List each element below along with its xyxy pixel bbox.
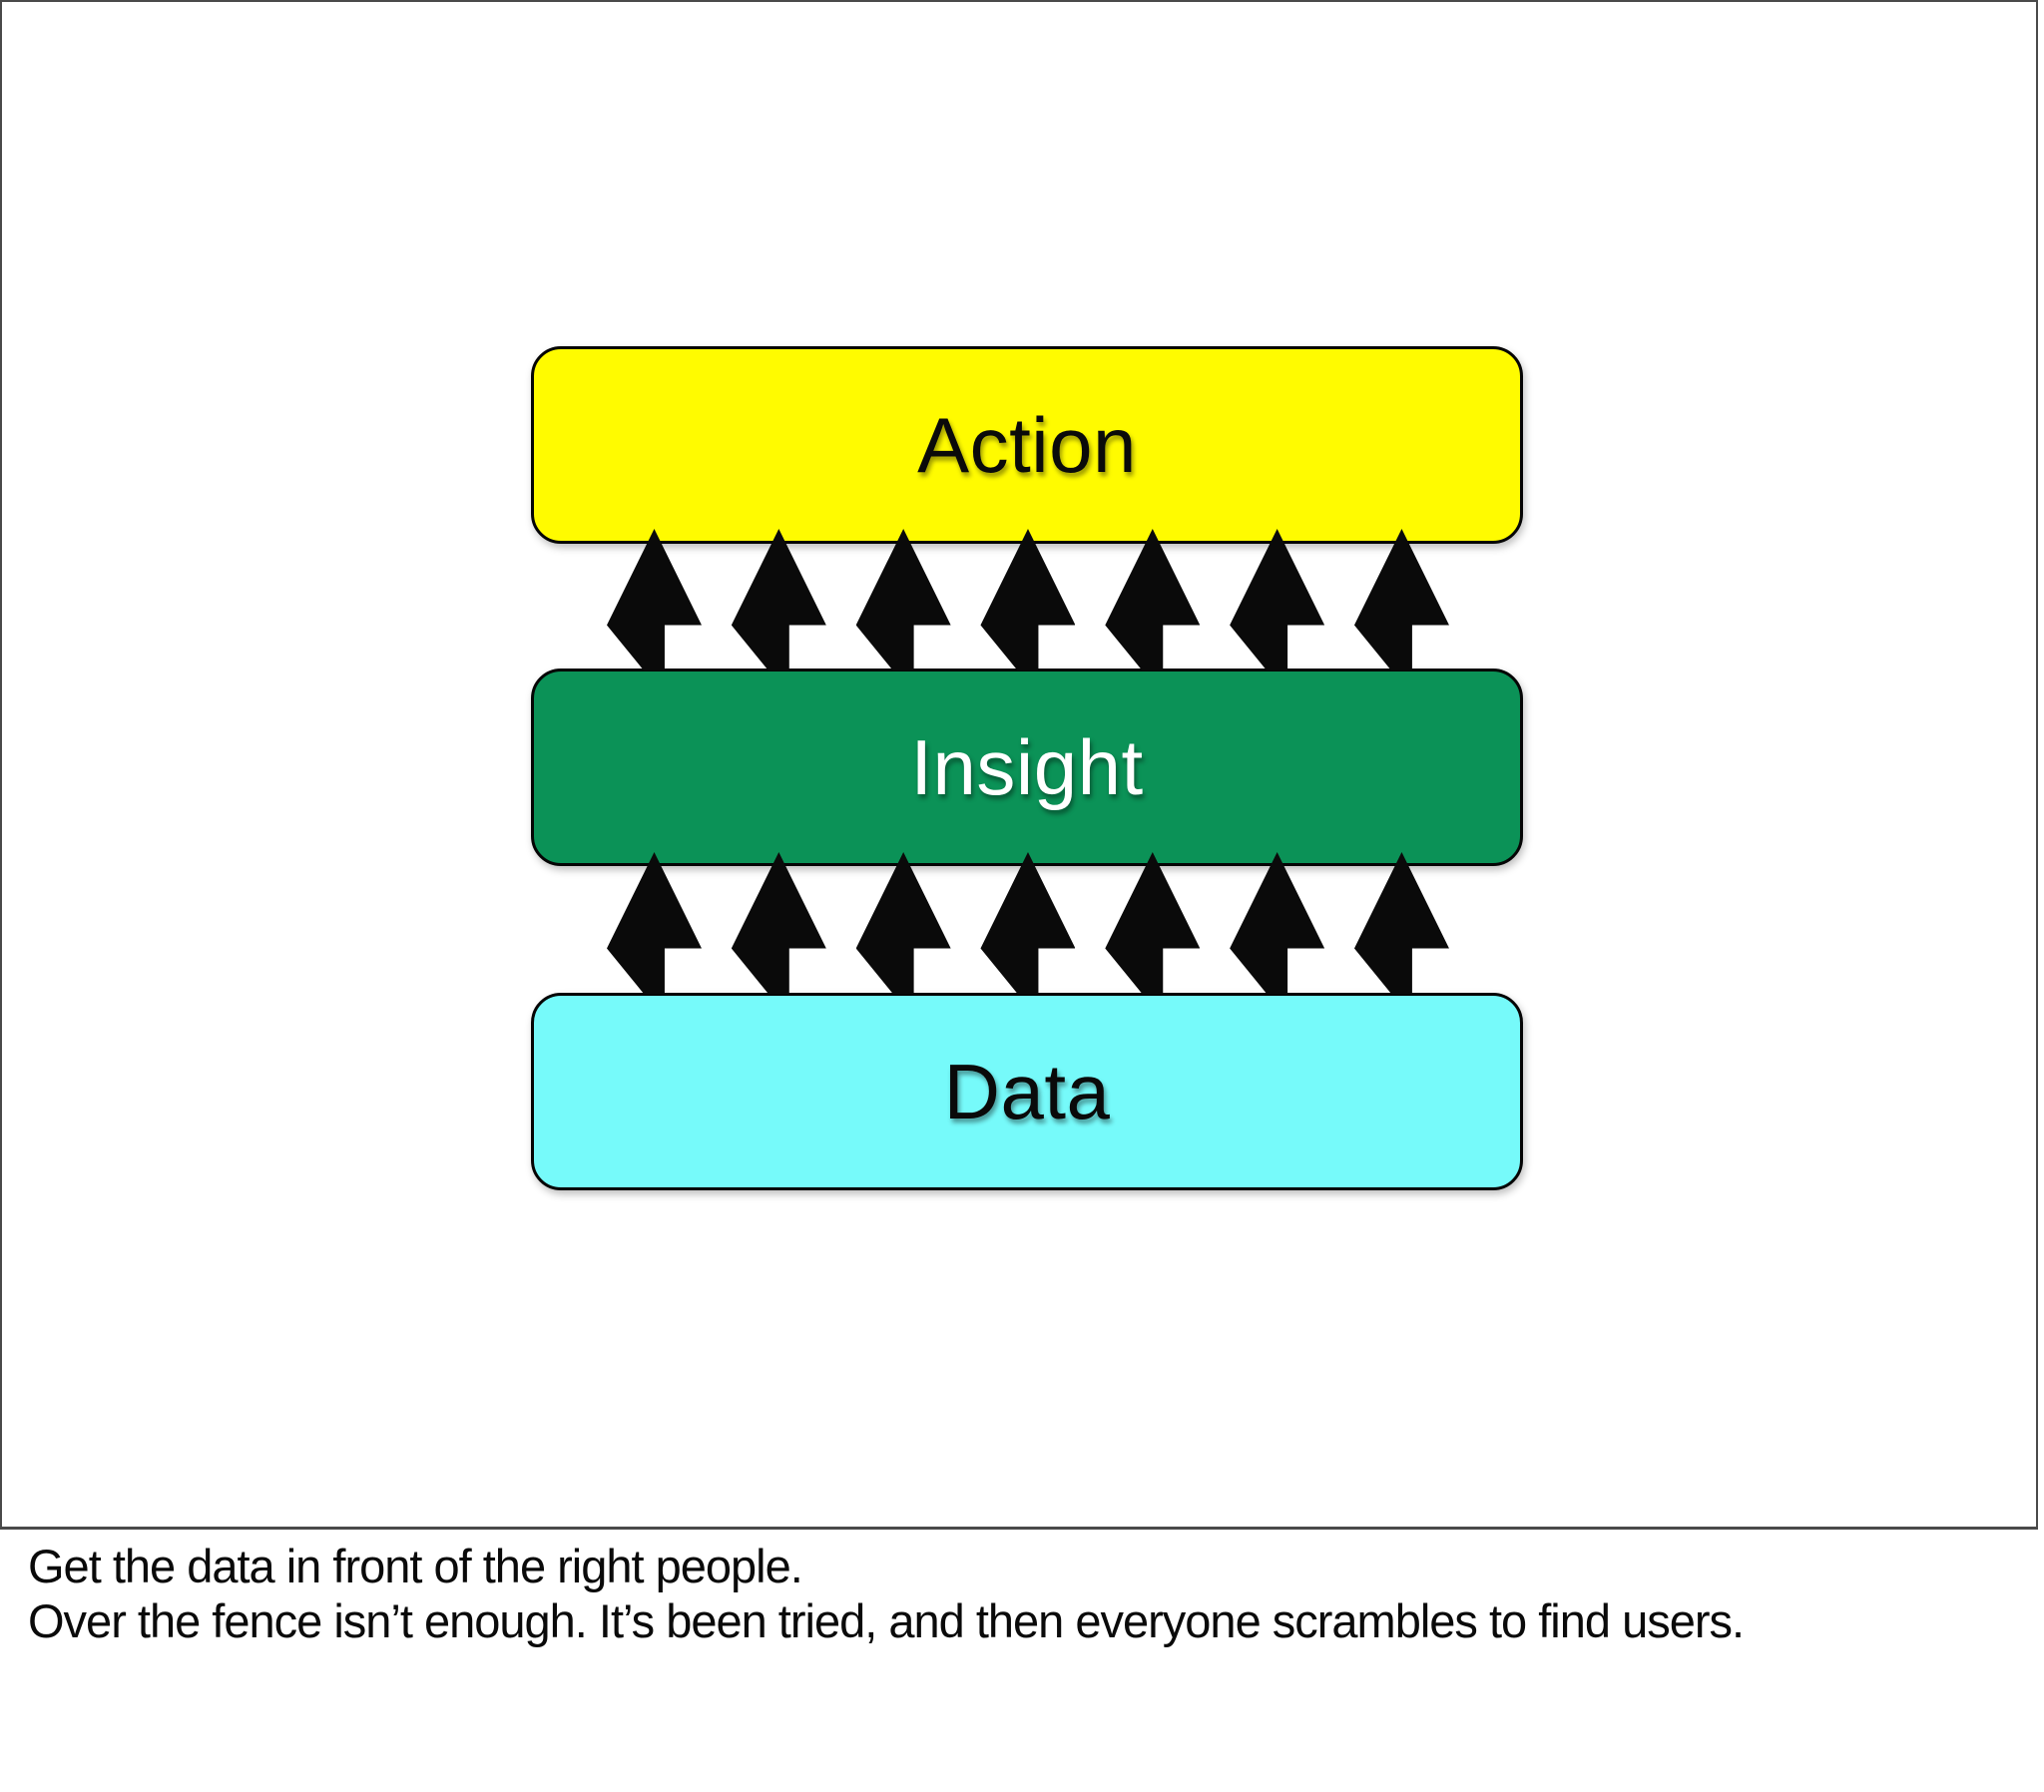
data-box-label: Data (943, 1047, 1111, 1135)
speaker-notes: Get the data in front of the right peopl… (28, 1539, 2014, 1648)
up-arrow-icon (1105, 529, 1201, 671)
arrow-row-data-to-insight (607, 852, 1449, 994)
up-arrow-icon (1105, 852, 1201, 994)
slide-canvas: Action Insight Data (0, 0, 2038, 1530)
up-arrow-icon (855, 852, 951, 994)
up-arrow-icon (1353, 529, 1449, 671)
arrow-row-insight-to-action (607, 529, 1449, 671)
insight-box: Insight (531, 669, 1523, 866)
action-box-label: Action (917, 400, 1137, 489)
notes-line-1: Get the data in front of the right peopl… (28, 1540, 803, 1592)
notes-line-2: Over the fence isn’t enough. It’s been t… (28, 1594, 1745, 1647)
data-box: Data (531, 993, 1523, 1190)
insight-box-label: Insight (910, 722, 1144, 811)
up-arrow-icon (1353, 852, 1449, 994)
up-arrow-icon (731, 852, 826, 994)
up-arrow-icon (855, 529, 951, 671)
up-arrow-icon (980, 852, 1076, 994)
up-arrow-icon (731, 529, 826, 671)
up-arrow-icon (607, 852, 702, 994)
up-arrow-icon (980, 529, 1076, 671)
up-arrow-icon (1230, 852, 1325, 994)
action-box: Action (531, 346, 1523, 544)
up-arrow-icon (1230, 529, 1325, 671)
up-arrow-icon (607, 529, 702, 671)
